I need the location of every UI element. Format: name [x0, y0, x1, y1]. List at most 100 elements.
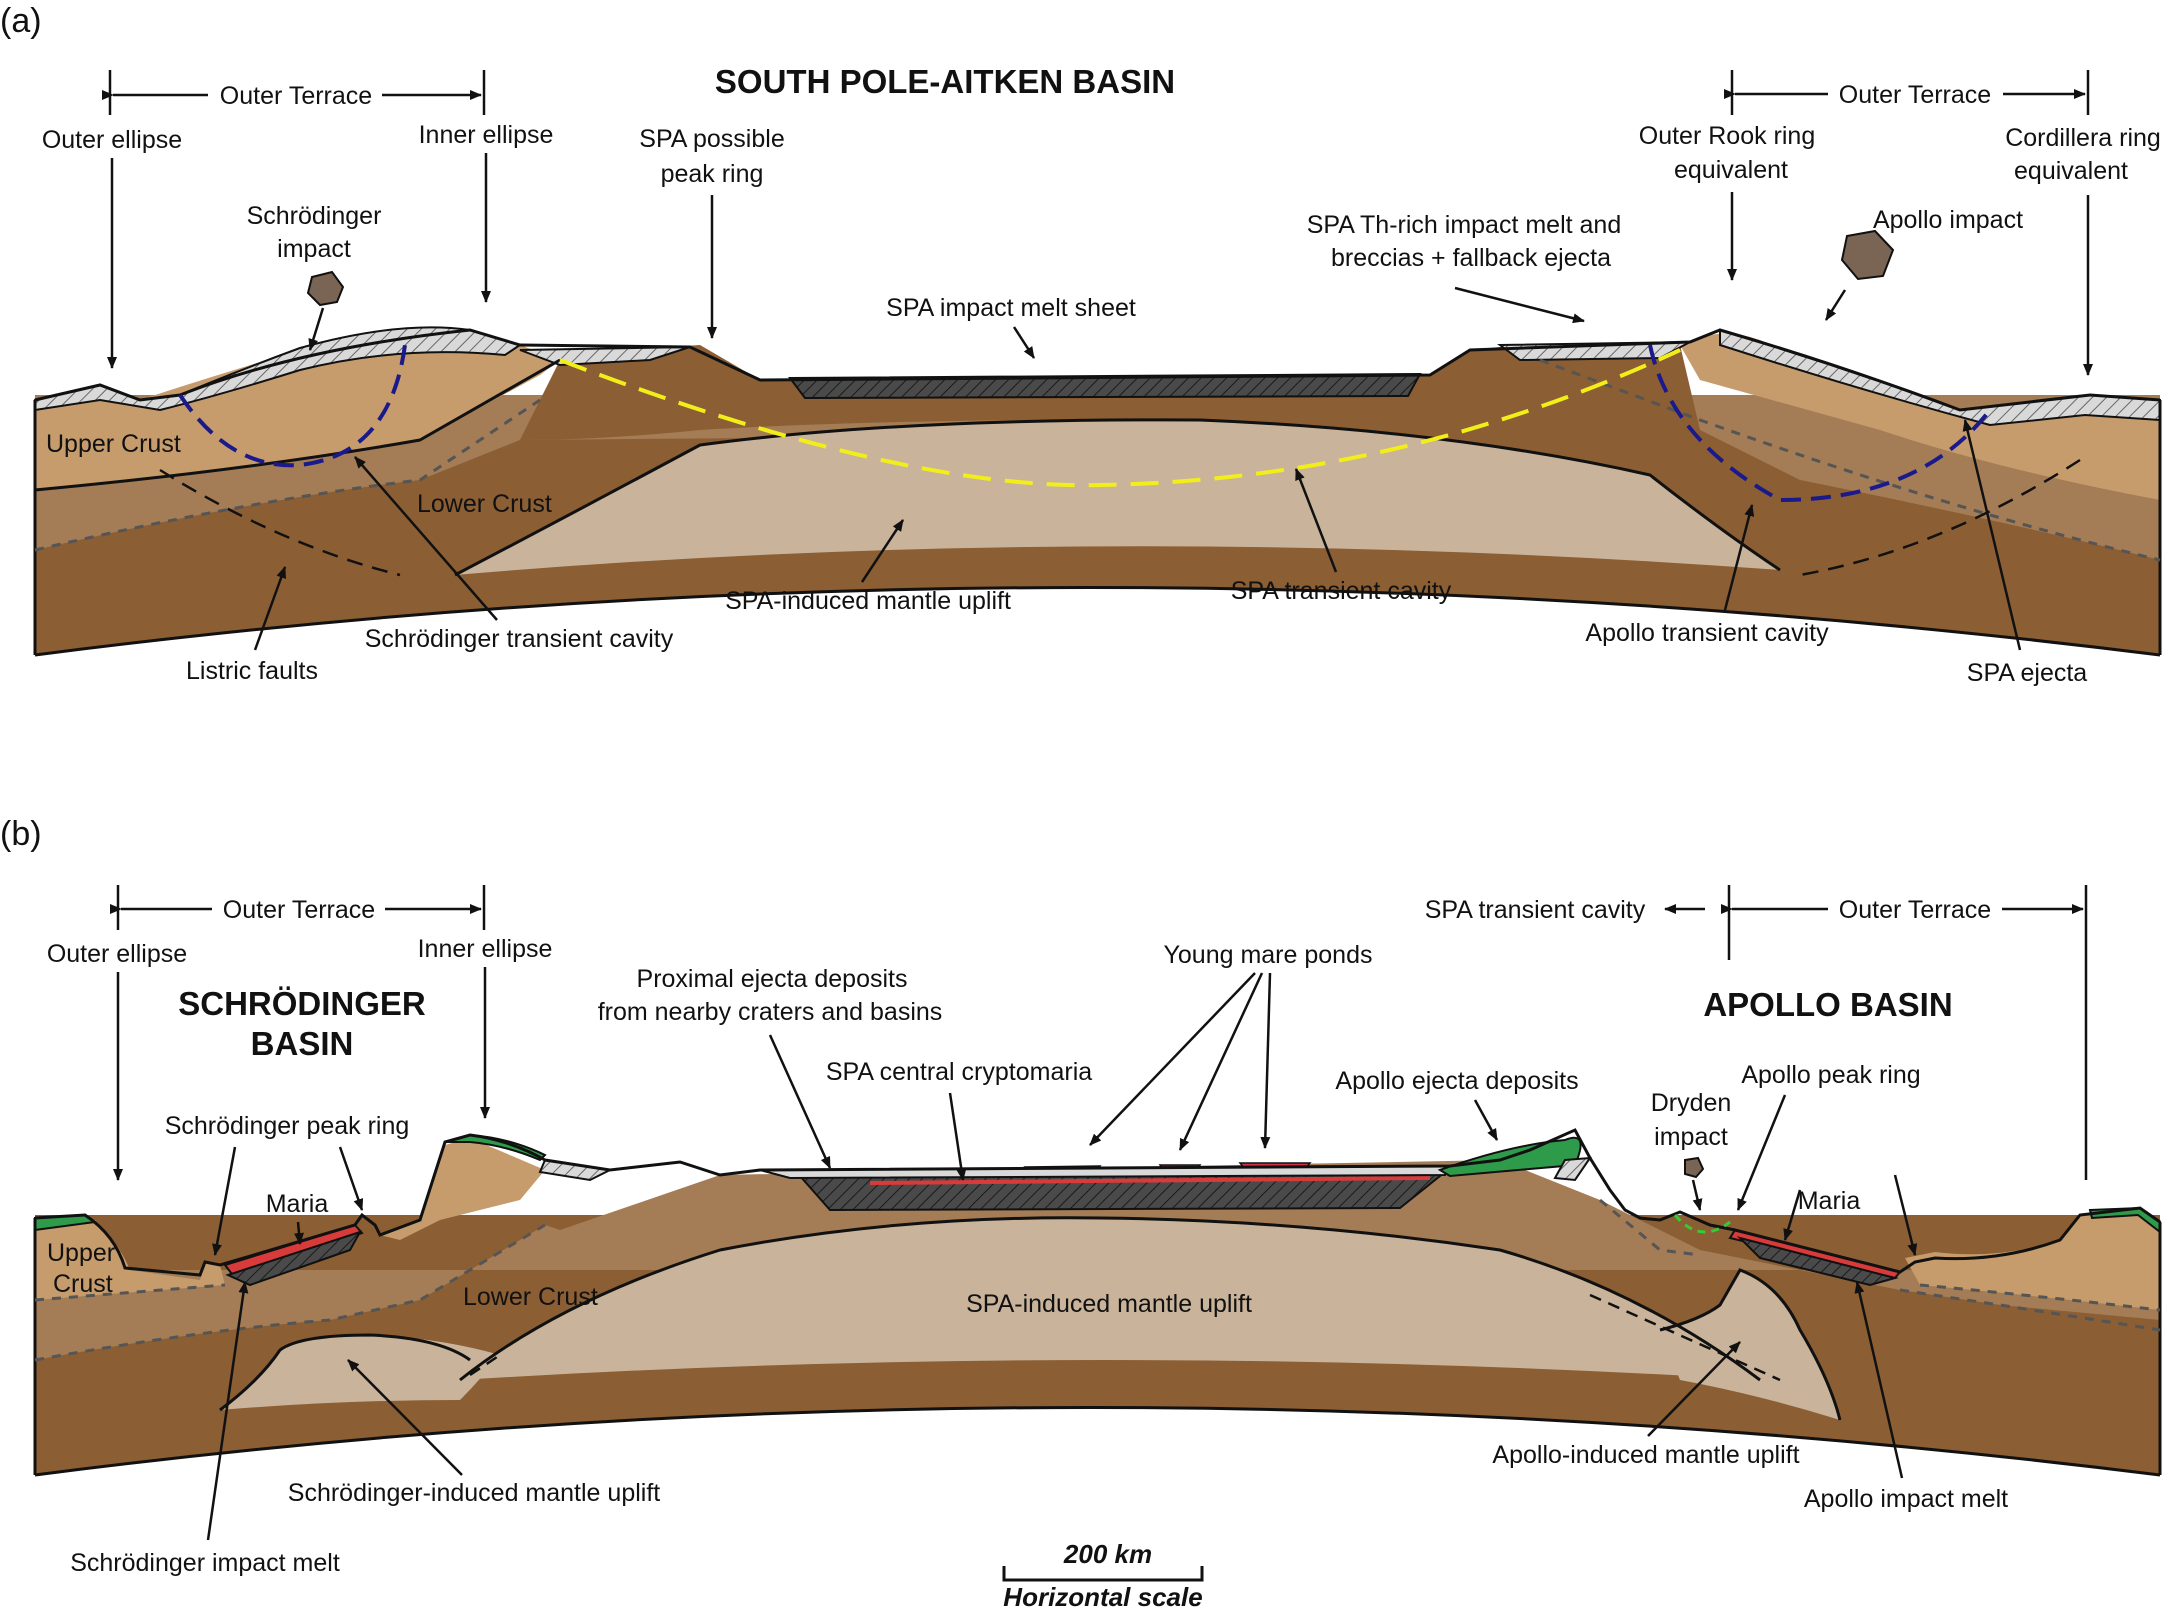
- maria-right-label: Maria: [1798, 1187, 1861, 1215]
- scale-caption: Horizontal scale: [1003, 1582, 1202, 1608]
- spa-ejecta-label-a: SPA ejecta: [1967, 659, 2088, 687]
- outer-rook-label-1: Outer Rook ring: [1639, 122, 1815, 150]
- panel-b: (b): [0, 815, 2162, 1608]
- apollo-impact-arrow: [1824, 289, 1847, 321]
- spa-peak-ring-label-2: peak ring: [661, 160, 764, 188]
- apollo-peak-ring-label: Apollo peak ring: [1741, 1061, 1920, 1089]
- outer-ellipse-label-a: Outer ellipse: [42, 126, 182, 154]
- apollo-ejecta-arrow: [1473, 1099, 1499, 1141]
- outer-terrace-left-b: Outer Terrace: [223, 896, 375, 924]
- crust-dashed-boundary-b-right-2: [1919, 1283, 2161, 1312]
- spa-ejecta-arrow-a: [1962, 419, 2022, 651]
- upper-crust-label-b-1: Upper: [47, 1239, 115, 1267]
- cordillera-label-2: equivalent: [2014, 157, 2128, 185]
- apollo-melt: [1736, 1236, 1899, 1287]
- apollo-peak-ring-arrow-2: [1893, 1174, 1918, 1256]
- proximal-ejecta-label-2: from nearby craters and basins: [598, 998, 943, 1026]
- apollo-mantle-arrow: [1647, 1341, 1741, 1437]
- crust-dashed-boundary-b-right-3: [1899, 1288, 2161, 1332]
- young-mare-arrow-2: [1178, 972, 1264, 1151]
- upper-crust-label-a: Upper Crust: [46, 430, 181, 458]
- crust-dashed-boundary-a-right: [1539, 358, 2161, 562]
- young-mare-arrow-1: [1089, 972, 1256, 1146]
- impactor-dryden: [1684, 1156, 1705, 1179]
- apollo-transient-arrow: [1723, 504, 1755, 611]
- spa-transient-label-a: SPA transient cavity: [1231, 577, 1452, 605]
- cordillera-label-1: Cordillera ring: [2005, 124, 2161, 152]
- inner-ellipse-label-b: Inner ellipse: [418, 935, 553, 963]
- schrodinger-mantle-label: Schrödinger-induced mantle uplift: [288, 1479, 660, 1507]
- surface-profile-a: [34, 328, 2161, 412]
- upper-crust-right-b: [1905, 1210, 2160, 1310]
- crust-dashed-boundary-b-right: [1599, 1198, 1701, 1257]
- mantle-uplift-boundary-a: [454, 418, 1781, 577]
- schrodinger-mantle-dash: [469, 1353, 501, 1377]
- crust-dashed-boundary-b-left-upper: [34, 1283, 226, 1302]
- schrodinger-melt-label: Schrödinger impact melt: [70, 1549, 340, 1577]
- impactor-schrodinger: [306, 270, 345, 307]
- dryden-transient-line: [1673, 1214, 1731, 1234]
- scale-distance: 200 km: [1063, 1539, 1152, 1569]
- base-curve-a: [34, 586, 2161, 657]
- dryden-label-2: impact: [1654, 1123, 1728, 1151]
- surface-profile-b: [34, 1128, 2161, 1277]
- listric-fault-2: [1799, 458, 2081, 577]
- apollo-mantle-dash: [1589, 1293, 1781, 1382]
- spa-th-rich-arrow: [1454, 286, 1585, 324]
- listric-faults-label: Listric faults: [186, 657, 318, 685]
- upper-lower-crust-boundary-a: [34, 358, 561, 492]
- schrodinger-ejecta-hatch: [538, 1158, 614, 1182]
- apollo-melt-arrow: [1854, 1281, 1904, 1479]
- spa-th-rich-label-2: breccias + fallback ejecta: [1331, 244, 1611, 272]
- panel-a-title: SOUTH POLE-AITKEN BASIN: [715, 63, 1175, 100]
- listric-faults-arrow: [253, 566, 287, 651]
- panel-b-tag: (b): [0, 815, 42, 853]
- spa-melt-sheet-label: SPA impact melt sheet: [886, 294, 1136, 322]
- outer-terrace-left-a: Outer Terrace: [220, 82, 372, 110]
- panel-a-tag: (a): [0, 2, 42, 40]
- listric-fault-1: [159, 468, 401, 577]
- apollo-basin-title: APOLLO BASIN: [1703, 986, 1952, 1023]
- schrodinger-impact-label-2: impact: [277, 235, 351, 263]
- schrodinger-transient-label: Schrödinger transient cavity: [365, 625, 674, 653]
- spa-melt-sheet-arrow: [1012, 326, 1036, 359]
- schrodinger-mantle-arrow: [347, 1359, 463, 1476]
- apollo-melt-label: Apollo impact melt: [1804, 1485, 2008, 1513]
- upper-crust-layer-right: [1680, 333, 2160, 500]
- spa-cryptomaria-red: [869, 1176, 1431, 1185]
- young-mare-arrow-3: [1260, 972, 1272, 1149]
- lower-crust-label-a: Lower Crust: [417, 490, 552, 518]
- upper-crust-layer: [35, 327, 560, 490]
- schrodinger-peak-ring-label: Schrödinger peak ring: [165, 1112, 410, 1140]
- upper-crust-label-b-2: Crust: [53, 1270, 113, 1298]
- schrodinger-mantle-boundary: [219, 1333, 471, 1412]
- schrodinger-peak-ring-arrow-2: [338, 1146, 364, 1211]
- proximal-ejecta-label-1: Proximal ejecta deposits: [637, 965, 908, 993]
- apollo-peak-ring-arrow-1: [1736, 1094, 1787, 1211]
- schrodinger-basin-title-2: BASIN: [251, 1025, 354, 1062]
- spa-mantle-uplift: [455, 419, 1780, 575]
- apollo-mantle-label: Apollo-induced mantle uplift: [1492, 1441, 1799, 1469]
- impactor-apollo: [1840, 229, 1895, 281]
- apollo-mantle-uplift: [1660, 1270, 1840, 1420]
- maria-left-label: Maria: [266, 1190, 329, 1218]
- outer-rook-label-2: equivalent: [1674, 156, 1788, 184]
- maria-right-arrow: [1783, 1189, 1802, 1241]
- base-curve-b: [34, 1406, 2161, 1477]
- spa-th-rich-label-1: SPA Th-rich impact melt and: [1307, 211, 1621, 239]
- lower-crust-label-b: Lower Crust: [463, 1283, 598, 1311]
- schrodinger-transient-arrow: [354, 456, 498, 621]
- spa-transient-arrow-a: [1294, 468, 1338, 573]
- dryden-label-1: Dryden: [1651, 1089, 1732, 1117]
- panel-a: (a) SOUTH POLE-AITKEN BASIN: [0, 2, 2162, 687]
- spa-peak-ring-label-1: SPA possible: [639, 125, 784, 153]
- schrodinger-peak-ring-arrow-1: [212, 1146, 237, 1256]
- schrodinger-impact-arrow: [308, 307, 325, 351]
- schrodinger-impact-label-1: Schrödinger: [247, 202, 382, 230]
- crust-dashed-boundary-a: [34, 398, 541, 552]
- dryden-arrow: [1691, 1179, 1703, 1211]
- spa-mantle-uplift-label-b: SPA-induced mantle uplift: [966, 1290, 1252, 1318]
- outer-terrace-right-b: Outer Terrace: [1839, 896, 1991, 924]
- apollo-ejecta-label: Apollo ejecta deposits: [1335, 1067, 1578, 1095]
